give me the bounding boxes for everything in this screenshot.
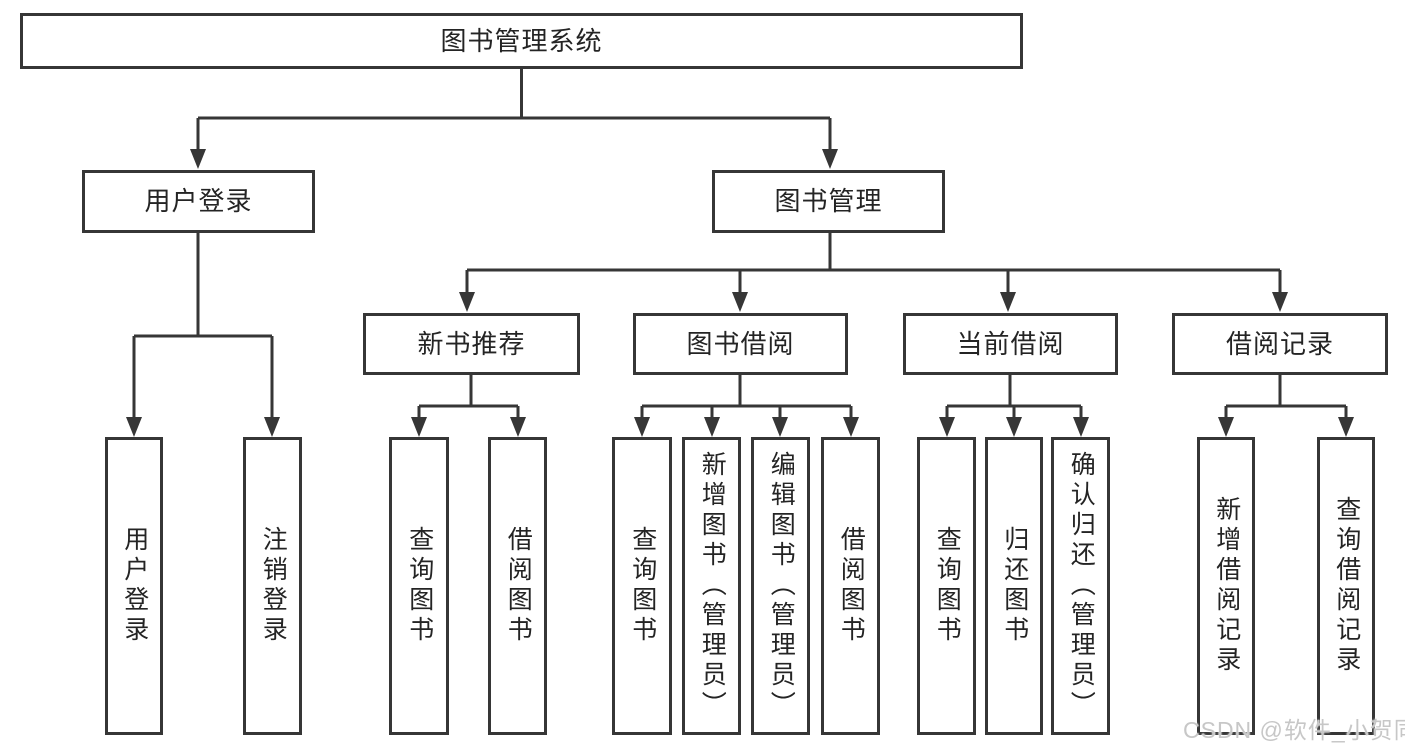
leaf-query-book-3: 查询图书: [917, 437, 976, 735]
node-book-management: 图书管理: [712, 170, 945, 233]
leaf-edit-book-admin: 编辑图书（管理员）: [751, 437, 810, 735]
leaf-add-book-admin: 新增图书（管理员）: [682, 437, 741, 735]
leaf-borrow-book-2: 借阅图书: [821, 437, 880, 735]
node-borrow-record: 借阅记录: [1172, 313, 1388, 375]
node-user-login: 用户登录: [82, 170, 315, 233]
node-new-book-recommend: 新书推荐: [363, 313, 580, 375]
leaf-query-book-1: 查询图书: [389, 437, 449, 735]
node-root: 图书管理系统: [20, 13, 1023, 69]
node-current-borrow: 当前借阅: [903, 313, 1118, 375]
leaf-logout: 注销登录: [243, 437, 302, 735]
leaf-add-borrow-record: 新增借阅记录: [1197, 437, 1255, 735]
leaf-return-book: 归还图书: [985, 437, 1043, 735]
leaf-user-login: 用户登录: [105, 437, 163, 735]
leaf-query-book-2: 查询图书: [612, 437, 672, 735]
node-book-borrow: 图书借阅: [633, 313, 848, 375]
leaf-query-borrow-record: 查询借阅记录: [1317, 437, 1375, 735]
csdn-watermark: CSDN @软件_小贺同学: [1183, 717, 1405, 743]
leaf-borrow-book-1: 借阅图书: [488, 437, 547, 735]
leaf-confirm-return-admin: 确认归还（管理员）: [1051, 437, 1110, 735]
arrowheads: [126, 149, 1354, 437]
